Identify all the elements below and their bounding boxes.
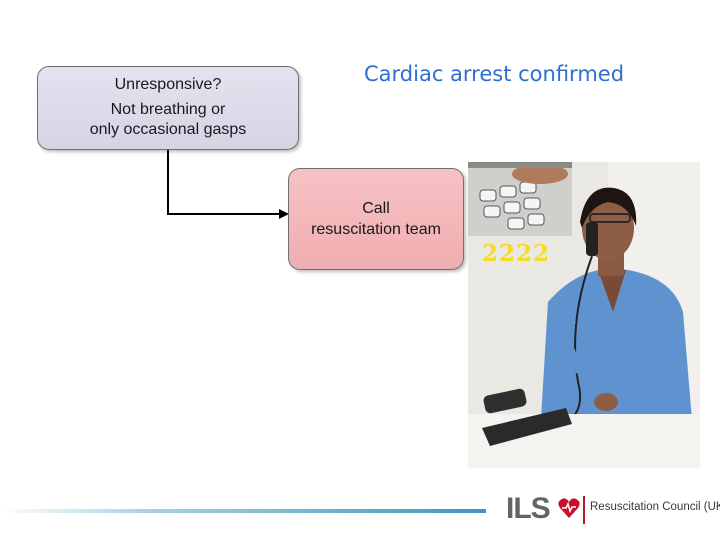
slide-heading: Cardiac arrest confirmed <box>364 62 625 86</box>
logo-divider <box>583 496 585 524</box>
heart-logo-icon <box>558 498 580 518</box>
ils-logo-text: ILS <box>506 492 551 525</box>
call-team-box: Call resuscitation team <box>288 168 464 270</box>
assessment-box: Unresponsive? Not breathing or only occa… <box>37 66 299 150</box>
call-line-1: Call <box>362 200 390 217</box>
call-line-2: resuscitation team <box>311 221 441 238</box>
nurse-on-phone-photo <box>468 162 700 468</box>
organization-name: Resuscitation Council (UK) <box>590 501 720 513</box>
footer-rule <box>0 509 486 513</box>
breathing-line-2: only occasional gasps <box>89 121 247 138</box>
unresponsive-question: Unresponsive? <box>114 76 222 93</box>
breathing-line-1: Not breathing or <box>110 101 226 118</box>
extension-number-label: 2222 <box>482 240 551 267</box>
